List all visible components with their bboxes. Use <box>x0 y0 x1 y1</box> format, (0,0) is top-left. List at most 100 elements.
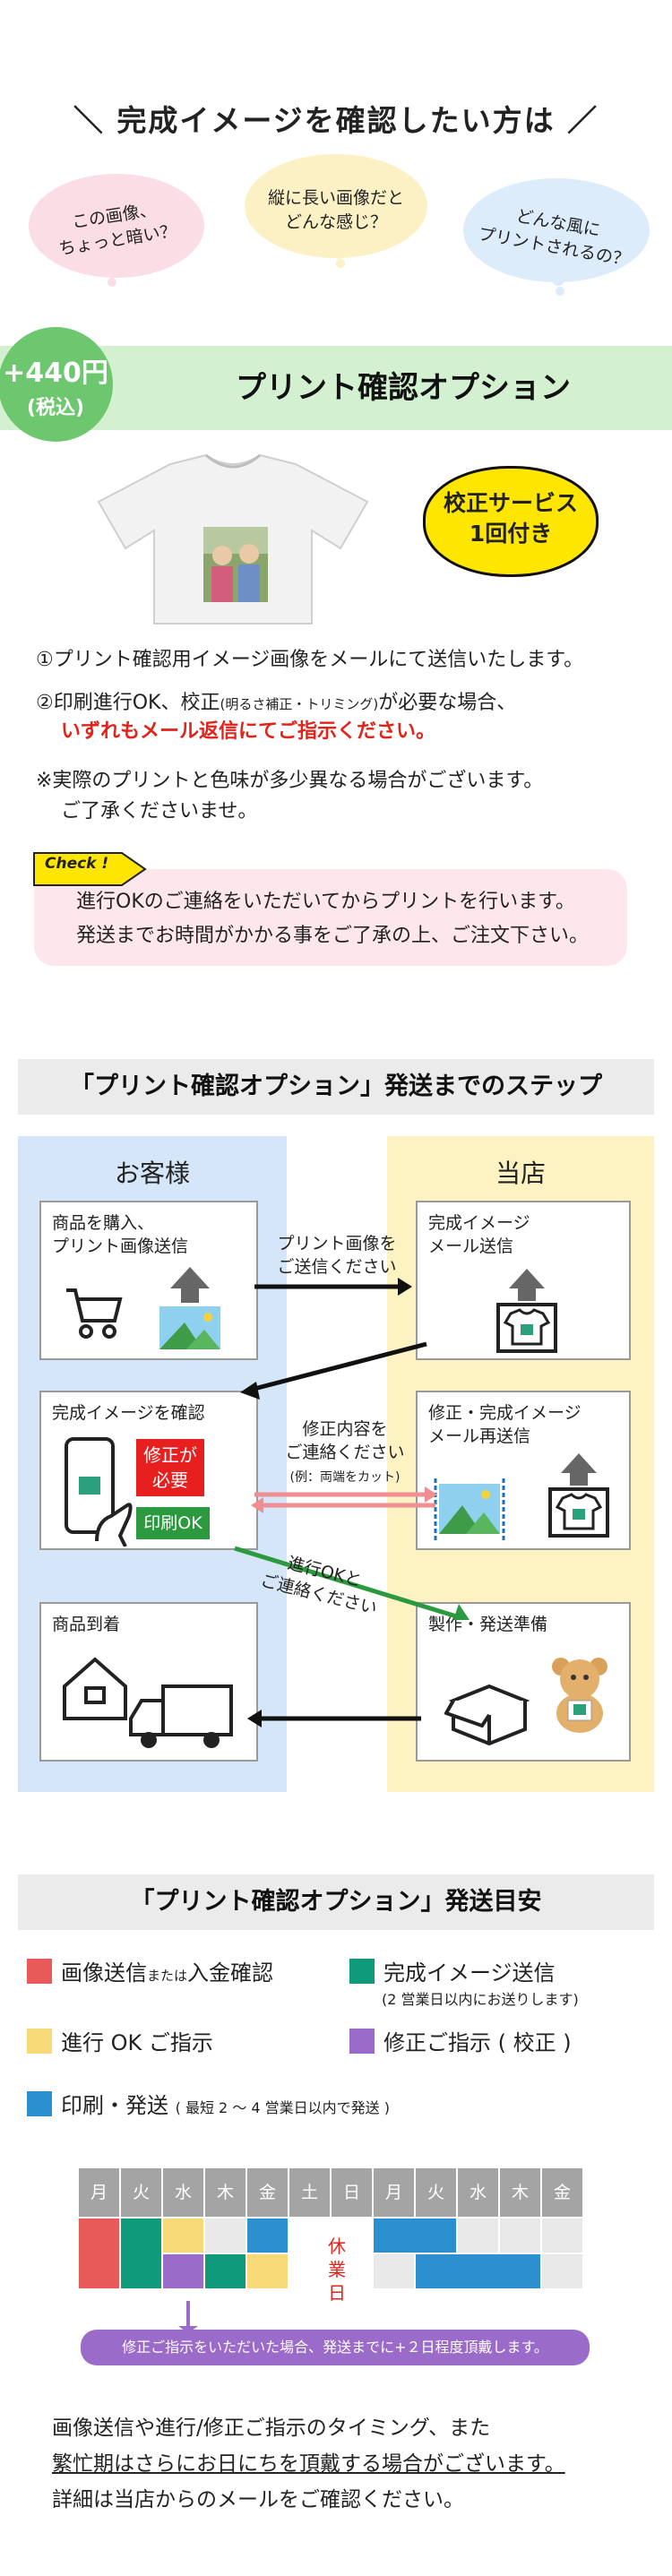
legend1b: または <box>147 1968 188 1984</box>
legend-purple-swatch <box>349 2029 375 2054</box>
legend-purple: 修正ご指示 ( 校正 ) <box>383 2030 572 2055</box>
bubble2-line2: どんな感じ？ <box>284 212 387 232</box>
arrow-mail-result <box>246 1341 427 1393</box>
arrow-ship-head <box>247 1710 262 1727</box>
holiday-label: 休業日 <box>301 2235 373 2305</box>
legend5: 印刷・発送 <box>61 2093 168 2118</box>
card-arrival: 商品到着 <box>39 1602 258 1762</box>
final-line2: 繁忙期はさらにお日にちを頂戴する場合がございます。 <box>52 2452 565 2476</box>
bubble2-line1: 縦に長い画像だと <box>267 188 404 208</box>
day-header: 日 <box>332 2168 372 2217</box>
speech-bubble-2: 縦に長い画像だとどんな感じ？ <box>242 152 430 269</box>
card-send-line1: 完成イメージ <box>428 1213 530 1233</box>
seal-line1: 校正サービス <box>443 490 578 516</box>
schedule-bar <box>247 2218 288 2253</box>
check-tag-icon <box>33 852 147 886</box>
day-header: 金 <box>247 2168 288 2217</box>
arrow-label-send-line1: プリント画像を <box>277 1234 397 1254</box>
fix-badge-line1: 修正が <box>143 1444 197 1466</box>
card-production: 製作・発送準備 <box>416 1602 631 1762</box>
price-sub: (税込) <box>26 397 85 419</box>
check-tag-label: Check ! <box>45 855 109 873</box>
cloud-shape-icon <box>29 174 204 287</box>
final-line1: 画像送信や進行/修正ご指示のタイミング、また <box>52 2417 491 2440</box>
calendar-cell <box>374 2254 414 2288</box>
speech-bubble-3: どんな風にプリントされるの？ <box>461 175 651 296</box>
desc-line2a: ②印刷進行OK、校正 <box>36 692 220 714</box>
arrow-ok-head <box>453 1604 470 1620</box>
day-header: 木 <box>500 2168 540 2217</box>
schedule-bar <box>163 2254 203 2288</box>
desc-note2: ご了承くださいませ。 <box>61 800 258 823</box>
arrow-fix-return-head <box>251 1497 263 1513</box>
flow-arrows <box>234 1278 470 1727</box>
legend-teal: 完成イメージ送信 <box>383 1960 556 1986</box>
desc-line2c: が必要な場合、 <box>378 692 517 714</box>
holiday-3: 日 <box>328 2282 346 2304</box>
card-check-image: 完成イメージを確認 修正が必要 印刷OK <box>39 1391 258 1550</box>
card-resend-line2: メール再送信 <box>428 1426 531 1446</box>
print-ok-badge: 印刷OK <box>136 1507 210 1539</box>
customer-heading: お客様 <box>114 1159 190 1188</box>
pointer-icon <box>178 2301 198 2333</box>
legend-red: 画像送信または入金確認 <box>61 1955 273 1986</box>
day-header: 月 <box>79 2168 119 2217</box>
upload-image-icon <box>159 1267 220 1349</box>
arrow-fix-request-head <box>425 1486 437 1503</box>
arrow-label-send-line2: ご送信ください <box>277 1257 397 1277</box>
cloud-shape-icon <box>463 178 650 296</box>
fix-badge-line2: 必要 <box>152 1469 188 1491</box>
desc-note1: ※実際のプリントと色味が多少異なる場合がございます。 <box>36 770 544 792</box>
desc-line2: ②印刷進行OK、校正(明るさ補正・トリミング)が必要な場合、 <box>36 688 663 719</box>
upload-tshirt-icon <box>548 1453 609 1538</box>
arrow-mail-result-head <box>240 1382 260 1400</box>
card-resend-image: 修正・完成イメージメール再送信 <box>416 1391 631 1550</box>
card-arrival-title: 商品到着 <box>52 1615 121 1634</box>
calendar-cell <box>332 2254 372 2288</box>
arrow-ok <box>234 1546 463 1621</box>
hero-title: ＼ 完成イメージを確認したい方は ／ <box>73 103 599 138</box>
card-purchase: 商品を購入、プリント画像送信 <box>39 1201 258 1360</box>
schedule-bar <box>374 2218 456 2253</box>
card-check-image-title: 完成イメージを確認 <box>52 1403 205 1423</box>
day-header: 月 <box>374 2168 414 2217</box>
check-line1: 進行OKのご連絡をいただいてからプリントを行います。 <box>76 891 575 913</box>
schedule-bar <box>79 2218 119 2288</box>
legend5-note: ( 最短 2 ～ 4 営業日以内で発送 ) <box>175 2099 391 2116</box>
schedule-bar <box>416 2254 540 2288</box>
steps-header: 「プリント確認オプション」発送までのステップ <box>18 1059 654 1115</box>
calendar-cell <box>542 2218 582 2253</box>
calendar-cell <box>332 2218 372 2253</box>
shop-heading: 当店 <box>495 1159 546 1188</box>
speech-bubble-1: この画像、ちょっと暗い？ <box>27 170 206 287</box>
fix-needed-badge: 修正が必要 <box>136 1439 204 1496</box>
price-badge: +440円 (税込) <box>0 327 113 442</box>
legend-teal-swatch <box>349 1959 375 1984</box>
calendar-cell <box>500 2218 540 2253</box>
arrow-label-fix-line2: ご連絡ください <box>285 1443 405 1462</box>
card-purchase-line1: 商品を購入、 <box>52 1213 155 1233</box>
legend-teal-note: (2 営業日以内にお送りします) <box>382 1991 579 2008</box>
seal-line2: 1回付き <box>469 521 553 547</box>
calendar-cell <box>289 2254 330 2288</box>
desc-line1: ①プリント確認用イメージ画像をメールにて送信いたします。 <box>36 649 584 671</box>
calendar-cell <box>205 2218 246 2253</box>
legend1a: 画像送信 <box>61 1960 147 1986</box>
card-send-image: 完成イメージメール送信 <box>416 1201 631 1360</box>
option-title: プリント確認オプション <box>236 370 571 406</box>
cloud-shape-icon <box>245 154 427 268</box>
cropped-image-icon <box>434 1478 505 1541</box>
schedule-bar <box>121 2218 161 2288</box>
day-header: 火 <box>416 2168 456 2217</box>
legend-yellow-swatch <box>27 2029 52 2054</box>
day-header: 水 <box>458 2168 498 2217</box>
calendar-cell <box>289 2218 330 2253</box>
check-box <box>34 869 627 966</box>
holiday-2: 業 <box>328 2259 346 2280</box>
desc-line2b: (明るさ補正・トリミング) <box>220 696 379 712</box>
schedule-bar <box>163 2218 203 2253</box>
desc-line3: いずれもメール返信にてご指示ください。 <box>61 720 436 743</box>
card-send-line2: メール送信 <box>428 1236 514 1256</box>
legend1c: 入金確認 <box>187 1960 274 1986</box>
arrow-label-fix: 修正内容をご連絡ください(例：両端をカット) <box>260 1417 430 1489</box>
